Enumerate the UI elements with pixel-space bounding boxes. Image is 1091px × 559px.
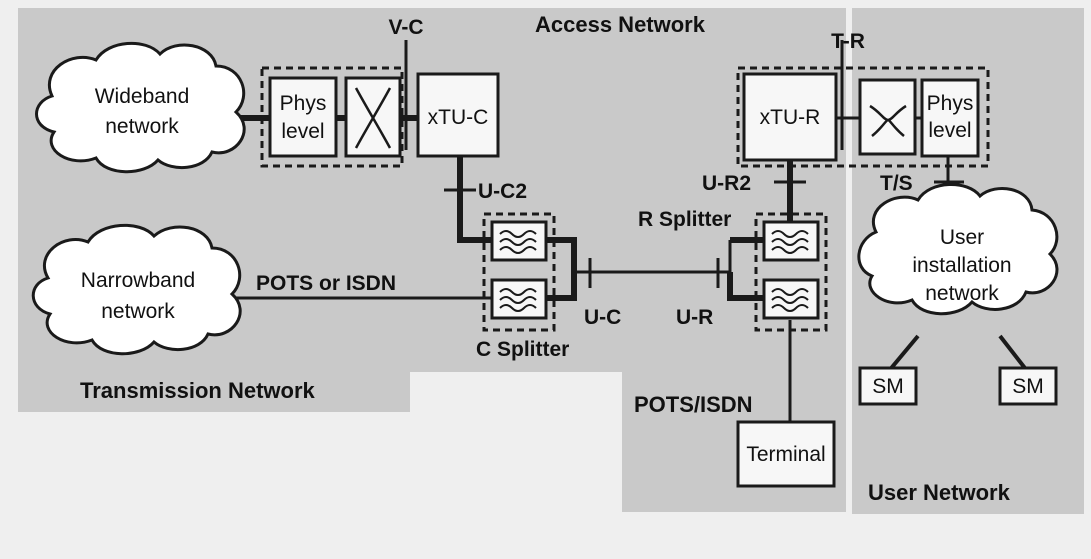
user-installation-line-2: installation xyxy=(912,254,1011,277)
label-r-splitter: R Splitter xyxy=(638,208,731,231)
sm-left-label: SM xyxy=(872,375,904,398)
box-crossconnect-left xyxy=(344,76,402,158)
box-xtu-c: xTU-C xyxy=(416,72,500,158)
label-c-splitter: C Splitter xyxy=(476,338,569,361)
phys-right-line-1: Phys xyxy=(927,92,974,115)
interface-label-u-c: U-C xyxy=(584,306,621,329)
xtu-c-label: xTU-C xyxy=(428,106,489,129)
terminal-label: Terminal xyxy=(746,443,825,466)
narrowband-line-1: Narrowband xyxy=(81,269,195,292)
box-sm-right: SM xyxy=(998,366,1058,406)
c-splitter-filter-top xyxy=(490,220,548,262)
filter-icon xyxy=(499,230,537,254)
wideband-line-1: Wideband xyxy=(95,85,190,108)
filter-icon xyxy=(499,288,537,312)
interface-label-u-r: U-R xyxy=(676,306,713,329)
box-terminal: Terminal xyxy=(736,420,836,488)
user-installation-line-1: User xyxy=(940,226,984,249)
dashed-group-user-side xyxy=(736,66,990,168)
filter-icon xyxy=(771,288,809,312)
phys-right-line-2: level xyxy=(928,119,971,142)
cloud-wideband-network: Wideband network xyxy=(35,41,246,174)
c-splitter-filter-bottom xyxy=(490,278,548,320)
box-crossconnect-right xyxy=(858,78,917,156)
user-installation-line-3: network xyxy=(925,282,999,305)
crossconnect-icon xyxy=(869,104,907,137)
r-splitter-filter-top xyxy=(762,220,820,262)
narrowband-line-2: network xyxy=(101,300,175,323)
cloud-user-installation-network: User installation network xyxy=(857,183,1059,316)
interface-label-t-s: T/S xyxy=(880,172,913,195)
phys-left-line-1: Phys xyxy=(280,92,327,115)
crossconnect-icon xyxy=(354,87,392,149)
sm-right-label: SM xyxy=(1012,375,1044,398)
filter-icon xyxy=(771,230,809,254)
phys-left-line-2: level xyxy=(281,120,324,143)
interface-label-u-c2: U-C2 xyxy=(478,180,527,203)
interface-ticks xyxy=(404,40,964,288)
cloud-narrowband-network: Narrowband network xyxy=(31,223,242,356)
interface-label-v-c: V-C xyxy=(388,16,423,39)
connection-lines xyxy=(234,115,1030,422)
r-splitter-filter-bottom xyxy=(762,278,820,320)
wideband-line-2: network xyxy=(105,115,179,138)
interface-label-t-r: T-R xyxy=(831,30,865,53)
region-title-user: User Network xyxy=(868,480,1011,505)
interface-label-u-r2: U-R2 xyxy=(702,172,751,195)
region-title-transmission: Transmission Network xyxy=(80,378,316,403)
box-xtu-r: xTU-R xyxy=(742,72,838,162)
region-title-access: Access Network xyxy=(535,12,706,37)
box-phys-level-right: Phys level xyxy=(920,78,980,158)
xtu-r-label: xTU-R xyxy=(760,106,821,129)
box-sm-left: SM xyxy=(858,366,918,406)
interface-label-pots-or-isdn: POTS or ISDN xyxy=(256,272,396,295)
region-title-pots-isdn: POTS/ISDN xyxy=(634,392,753,417)
box-phys-level-left: Phys level xyxy=(268,76,338,158)
dashed-group-c-splitter xyxy=(482,212,556,332)
